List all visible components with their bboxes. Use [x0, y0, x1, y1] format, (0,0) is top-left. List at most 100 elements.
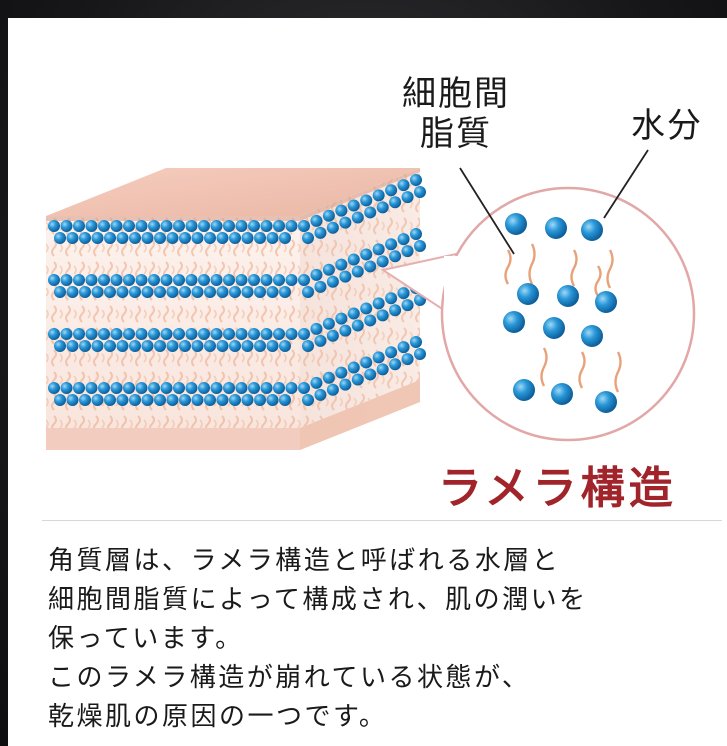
water-molecule — [104, 286, 116, 298]
water-molecule — [148, 328, 160, 340]
water-molecule — [54, 340, 66, 352]
water-molecule — [160, 382, 173, 394]
water-molecule — [298, 328, 310, 340]
water-molecule — [347, 199, 360, 212]
water-molecule — [98, 382, 110, 394]
water-molecule — [129, 232, 141, 244]
water-molecule — [160, 274, 173, 286]
water-molecule — [414, 348, 426, 360]
water-molecule — [110, 274, 123, 286]
water-molecule — [339, 216, 352, 229]
water-molecule — [551, 383, 573, 405]
water-molecule — [54, 394, 66, 406]
water-molecule — [503, 311, 525, 333]
water-molecule — [254, 394, 266, 406]
water-molecule — [48, 220, 60, 232]
water-molecule — [79, 232, 91, 244]
water-molecule — [229, 286, 241, 298]
water-molecule — [216, 340, 229, 352]
water-molecule — [351, 211, 364, 224]
water-molecule — [385, 346, 398, 359]
water-molecule — [210, 274, 223, 286]
water-molecule — [401, 353, 414, 366]
lipid-label-line-2: 脂質 — [420, 114, 492, 154]
water-molecule — [241, 394, 254, 406]
water-molecule — [285, 220, 298, 232]
water-molecule — [204, 394, 216, 406]
water-molecule — [310, 268, 323, 281]
water-molecule — [302, 232, 314, 244]
water-molecule — [241, 340, 254, 352]
water-molecule — [360, 356, 373, 369]
water-molecule — [347, 253, 360, 266]
water-molecule — [166, 232, 179, 244]
water-molecule — [339, 378, 352, 391]
water-molecule — [364, 206, 377, 219]
water-molecule — [298, 382, 310, 394]
water-molecule — [179, 394, 191, 406]
water-molecule — [91, 394, 104, 406]
water-molecule — [191, 340, 204, 352]
water-molecule — [351, 373, 364, 386]
water-molecule — [216, 394, 229, 406]
water-molecule — [73, 220, 85, 232]
water-molecule — [314, 280, 327, 293]
water-molecule — [185, 220, 198, 232]
lipid-tail — [540, 347, 548, 387]
water-molecule — [351, 265, 364, 278]
water-molecule — [298, 220, 310, 232]
water-molecule — [210, 220, 223, 232]
water-molecule — [401, 245, 414, 258]
water-molecule — [141, 394, 154, 406]
water-molecule — [79, 286, 91, 298]
water-molecule — [85, 382, 98, 394]
water-molecule — [235, 382, 248, 394]
water-molecule — [229, 232, 241, 244]
water-molecule — [179, 340, 191, 352]
water-molecule — [260, 328, 273, 340]
water-molecule — [389, 358, 402, 371]
water-molecule — [347, 307, 360, 320]
water-molecule — [285, 382, 298, 394]
water-molecule — [248, 382, 260, 394]
water-molecule — [173, 274, 185, 286]
description-text: 角質層は、ラメラ構造と呼ばれる水層と 細胞間脂質によって構成され、肌の潤いを 保… — [48, 542, 718, 737]
water-molecule — [372, 297, 385, 310]
water-molecule — [335, 366, 348, 379]
water-molecule — [401, 299, 414, 312]
water-molecule — [326, 275, 339, 288]
description-line-1: 角質層は、ラメラ構造と呼ばれる水層と — [48, 546, 561, 576]
description-line-3: 保っています。 — [48, 624, 244, 654]
water-molecule — [241, 286, 254, 298]
water-molecule — [410, 336, 422, 348]
water-molecule — [60, 274, 73, 286]
water-molecule — [135, 274, 148, 286]
water-molecule — [335, 312, 348, 325]
water-molecule — [235, 220, 248, 232]
water-molecule — [314, 388, 327, 401]
water-molecule — [372, 351, 385, 364]
lipid-leader-line — [459, 167, 515, 255]
water-molecule — [298, 274, 310, 286]
water-molecule — [179, 286, 191, 298]
water-molecule — [310, 214, 323, 227]
water-molecule — [166, 394, 179, 406]
water-molecule — [191, 232, 204, 244]
water-molecule — [326, 383, 339, 396]
water-molecule — [173, 220, 185, 232]
water-molecule — [73, 382, 85, 394]
water-molecule — [135, 328, 148, 340]
water-molecule — [322, 317, 335, 330]
lipid-tail — [606, 249, 614, 289]
water-molecule — [397, 341, 410, 354]
water-molecule — [248, 328, 260, 340]
water-molecule — [581, 325, 603, 347]
water-molecule — [154, 394, 166, 406]
lipid-tail — [614, 351, 622, 393]
water-molecule — [166, 286, 179, 298]
water-molecule — [198, 274, 210, 286]
water-molecule-layers — [48, 174, 426, 406]
intercellular-lipid-label: 細胞間 脂質 — [386, 74, 526, 154]
water-molecule — [123, 220, 135, 232]
water-molecule — [223, 328, 235, 340]
